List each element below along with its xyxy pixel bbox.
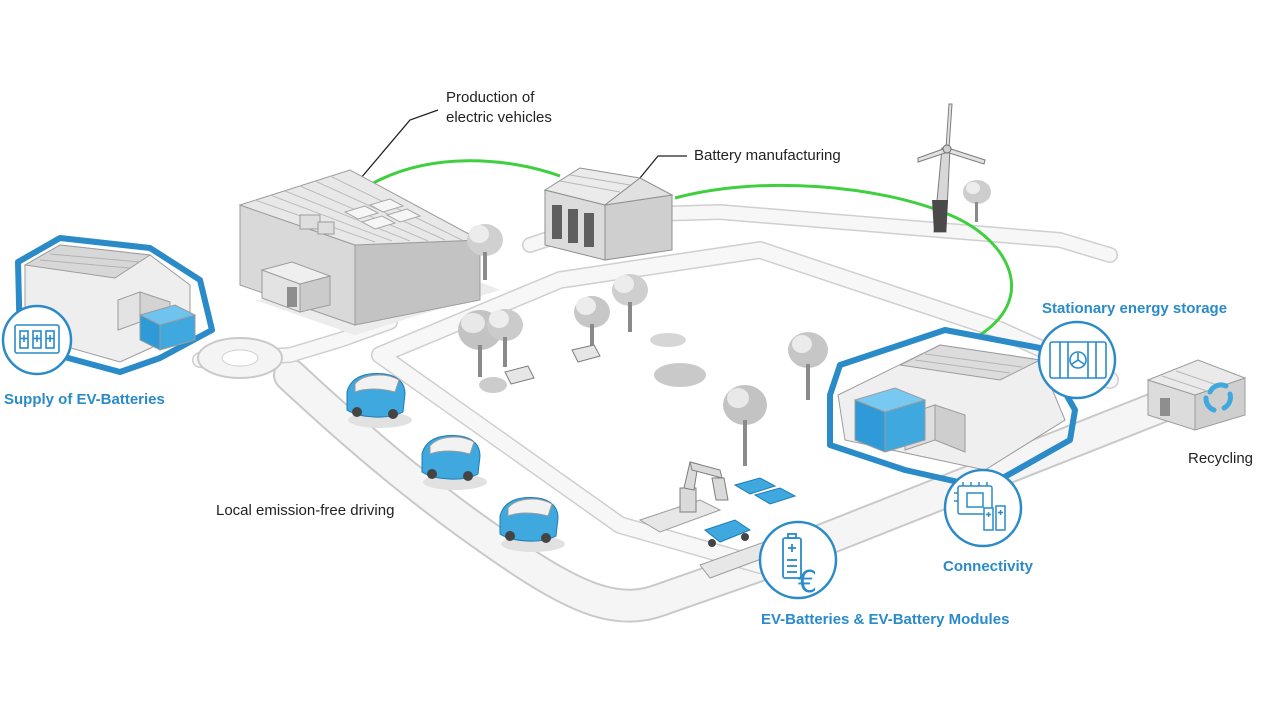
ev-modules-badge: € <box>758 520 838 600</box>
recycling-building <box>1146 359 1247 431</box>
road-network <box>192 204 1207 623</box>
energy-line <box>367 159 1014 340</box>
label-connectivity: Connectivity <box>943 558 1034 575</box>
car-3 <box>499 497 565 552</box>
connectivity-badge <box>943 468 1023 548</box>
chip-battery-icon <box>954 482 1006 531</box>
battery-modules-icon <box>14 324 60 354</box>
storage-building <box>827 327 1078 491</box>
supply-badge <box>1 304 73 376</box>
recycle-arrows-icon <box>1203 382 1233 413</box>
car-1 <box>346 373 412 428</box>
label-battery-manufacturing: Battery manufacturing <box>694 147 841 164</box>
label-production-line2: electric vehicles <box>446 109 552 126</box>
label-supply: Supply of EV-Batteries <box>4 391 165 408</box>
cars <box>346 373 565 552</box>
label-production-line1: Production of <box>446 89 535 106</box>
leader-lines <box>354 109 687 186</box>
battery-factory <box>543 167 674 261</box>
benches <box>504 344 601 385</box>
car-2 <box>421 435 487 490</box>
trees <box>458 180 991 466</box>
stationary-badge <box>1037 320 1117 400</box>
roundabout <box>197 337 283 379</box>
label-production: Production of electric vehicles <box>446 88 552 128</box>
label-ev-modules: EV-Batteries & EV-Battery Modules <box>761 611 1010 628</box>
wind-turbine <box>917 103 986 233</box>
euro-icon: € <box>798 565 817 600</box>
production-building <box>238 169 500 335</box>
battery-euro-icon <box>782 533 802 579</box>
label-stationary: Stationary energy storage <box>1042 300 1228 317</box>
label-recycling: Recycling <box>1188 450 1254 467</box>
label-local-driving: Local emission-free driving <box>216 502 395 519</box>
storage-container-fan-icon <box>1049 341 1107 379</box>
